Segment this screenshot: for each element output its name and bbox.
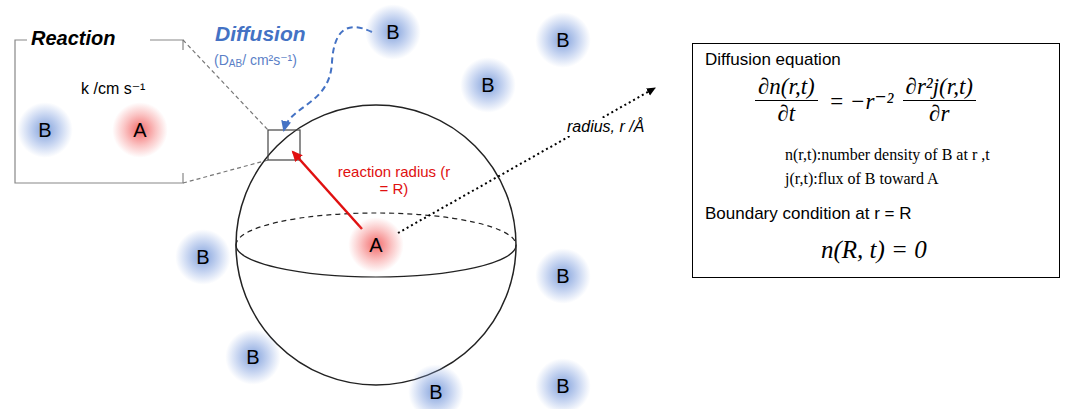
reaction-sphere: reaction radius (r = R) A (236, 105, 516, 385)
molecule-label: A (133, 119, 146, 142)
molecule-label: B (38, 119, 51, 142)
molecule-b: B (175, 229, 231, 285)
definition-n: n(r,t):number density of B at r ,t (785, 146, 990, 164)
reaction-box: Reactionk /cm s⁻¹BA (15, 40, 183, 183)
definition-j: j(r,t):flux of B toward A (785, 170, 939, 188)
radius-axis-arrow (398, 88, 655, 233)
molecule-label: B (481, 74, 494, 97)
diffusion-unit: / cm²s⁻¹) (242, 52, 297, 68)
zoom-line (183, 160, 268, 183)
boundary-condition: n(R, t) = 0 (821, 236, 927, 265)
fraction-denominator: ∂r (926, 101, 952, 127)
molecule-b: B (17, 102, 73, 158)
boundary-heading: Boundary condition at r = R (705, 204, 911, 224)
molecule-label: B (246, 346, 259, 369)
radius-axis-label: radius, r /Å (565, 118, 646, 136)
molecule-label: B (196, 246, 209, 269)
molecule-label: B (429, 381, 442, 404)
equation-box: Diffusion equation ∂n(r,t)∂t = −r⁻² ∂r²j(r,… (692, 43, 1060, 278)
molecule-a: A (348, 217, 404, 273)
molecule-b: B (460, 57, 516, 113)
reaction-heading: Reaction (27, 27, 119, 50)
fraction: ∂r²j(r,t)∂r (903, 74, 976, 128)
molecule-label: A (369, 234, 382, 257)
reaction-bracket (15, 40, 183, 183)
molecule-b: B (535, 358, 591, 409)
molecule-b: B (225, 329, 281, 385)
molecule-a: A (112, 102, 168, 158)
molecule-label: B (386, 21, 399, 44)
diffusion-subscript: AB (229, 58, 242, 70)
fraction: ∂n(r,t)∂t (755, 74, 818, 128)
molecule-b: B (535, 12, 591, 68)
reaction-radius-label: reaction radius (r = R) (335, 163, 453, 198)
molecule-b: B (408, 364, 464, 409)
equation-heading: Diffusion equation (705, 50, 841, 70)
molecule-label: B (556, 29, 569, 52)
molecule-label: B (556, 265, 569, 288)
diffusion-label: Diffusion (215, 22, 306, 46)
molecule-b: B (535, 248, 591, 304)
sphere-outline (236, 105, 516, 385)
rate-constant-unit: k /cm s⁻¹ (81, 80, 145, 98)
molecule-b: B (365, 4, 421, 60)
fraction-numerator: ∂r²j(r,t) (903, 74, 976, 101)
molecule-label: B (556, 375, 569, 398)
equation-operator: = −r⁻² (829, 89, 894, 115)
fraction-denominator: ∂t (774, 101, 798, 127)
diffusion-unit: (D (214, 52, 229, 68)
fraction-numerator: ∂n(r,t) (755, 74, 818, 101)
